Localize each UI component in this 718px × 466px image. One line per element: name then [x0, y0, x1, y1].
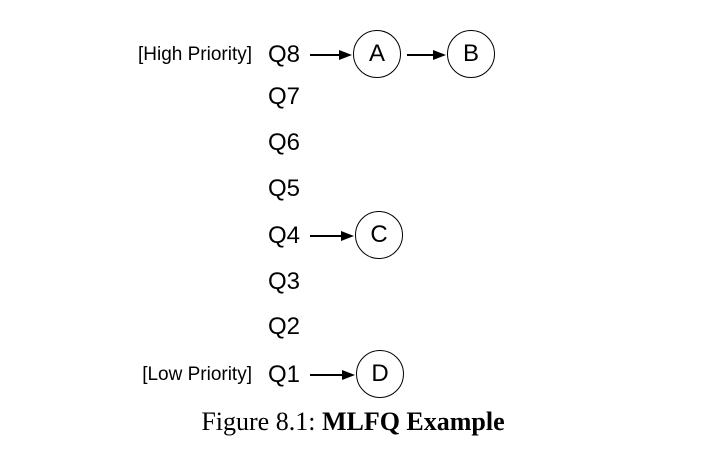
figure-caption: Figure 8.1:MLFQ Example [0, 404, 706, 440]
queue-label-q3: Q3 [268, 268, 301, 295]
figure-caption-title: MLFQ Example [321, 407, 505, 436]
high-priority-label: [High Priority] [137, 44, 252, 65]
job-node-label: A [368, 40, 385, 67]
arrow-line [310, 374, 342, 376]
arrow-a-to-b [407, 50, 446, 60]
job-node-label: C [370, 221, 388, 248]
arrowhead-icon [339, 50, 352, 60]
job-node-c: C [355, 211, 403, 259]
queue-label-q4: Q4 [268, 222, 301, 249]
arrowhead-icon [341, 231, 354, 241]
arrow-line [407, 54, 433, 56]
figure-caption-label: Figure 8.1: [201, 407, 316, 436]
low-priority-label: [Low Priority] [142, 364, 252, 385]
job-node-a: A [353, 30, 401, 78]
job-node-d: D [356, 350, 404, 398]
arrow-q1-to-d [310, 370, 355, 380]
queue-label-q8: Q8 [268, 41, 301, 68]
job-node-label: D [371, 360, 389, 387]
queue-label-q5: Q5 [268, 175, 301, 202]
queue-label-q6: Q6 [268, 129, 301, 156]
arrow-q4-to-c [310, 231, 354, 241]
queue-label-q7: Q7 [268, 83, 301, 110]
job-node-b: B [447, 30, 495, 78]
queue-label-q1: Q1 [268, 361, 301, 388]
arrow-line [310, 235, 341, 237]
arrowhead-icon [342, 370, 355, 380]
job-node-label: B [462, 40, 479, 67]
arrow-q8-to-a [310, 50, 352, 60]
arrowhead-icon [433, 50, 446, 60]
queue-label-q2: Q2 [268, 313, 301, 340]
arrow-line [310, 54, 339, 56]
